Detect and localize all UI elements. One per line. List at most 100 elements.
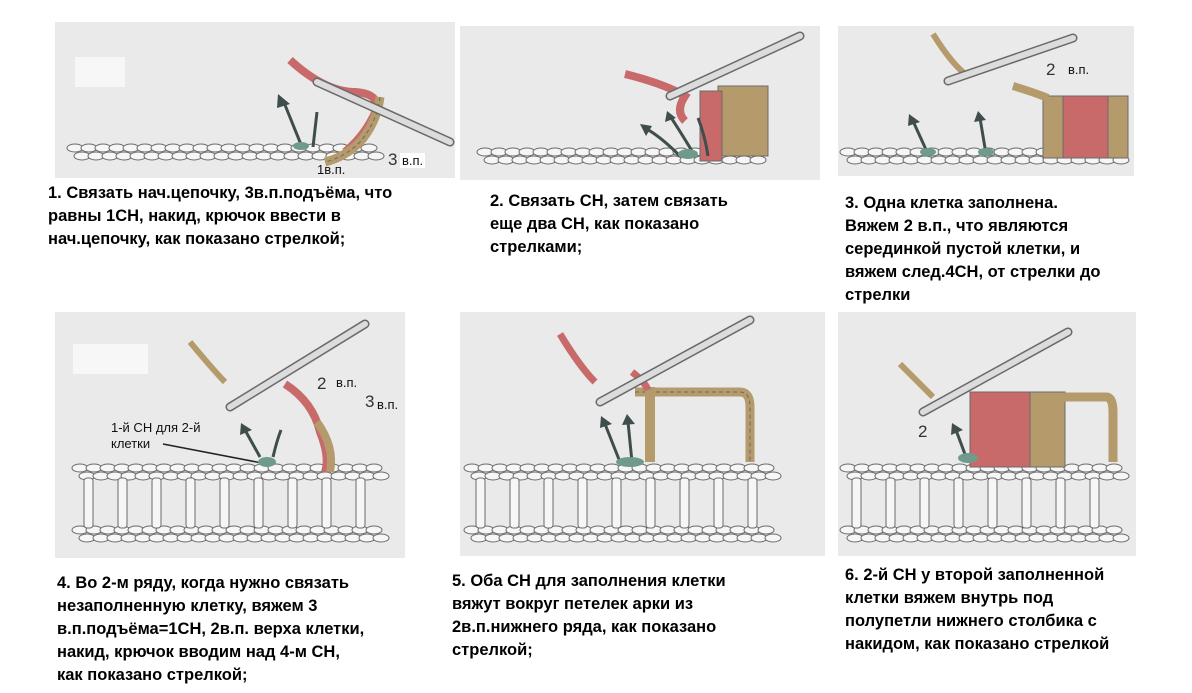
label-2-num: 2 [317, 374, 327, 393]
yarn-strand [187, 340, 228, 385]
post-stitch [747, 477, 758, 529]
diagram-panel-5 [460, 312, 825, 556]
stitch-marker [978, 148, 994, 156]
diagram-panel-6: 2 [838, 312, 1136, 556]
panel-1-illustration [66, 57, 455, 167]
yarn-strand [930, 32, 970, 79]
post-stitch [509, 477, 520, 529]
arrow [954, 429, 968, 458]
diagram-panel-3: 2 в.п. [838, 26, 1134, 176]
arrow [281, 99, 304, 148]
double-crochet-stitches [699, 85, 769, 162]
arrowhead [600, 416, 612, 428]
post-stitch [885, 477, 896, 529]
chain-loop [757, 463, 775, 473]
arrowhead [240, 423, 252, 435]
arrow [271, 429, 283, 458]
mesh-row [839, 463, 1130, 543]
arrowhead [277, 94, 290, 108]
chain-loop [764, 471, 782, 481]
arrowhead [622, 414, 635, 425]
stitch-marker [958, 453, 978, 463]
post-stitch [919, 477, 930, 529]
arrowhead [974, 111, 986, 122]
post-stitch [851, 477, 862, 529]
chain-loop [372, 533, 390, 543]
label-3-num: 3 [365, 392, 375, 411]
stitch-marker [616, 457, 644, 467]
image-patch [75, 57, 125, 87]
block-top-chain [629, 369, 755, 462]
arrowhead [908, 114, 920, 126]
post-stitch [253, 477, 264, 529]
diagram-panel-2 [460, 26, 820, 180]
chain-loop [1105, 525, 1123, 535]
stitch-marker [258, 457, 276, 467]
step-4-caption: 4. Во 2-м ряду, когда нужно связать неза… [57, 574, 365, 684]
post-stitch [475, 477, 486, 529]
mesh-row [463, 463, 782, 543]
chain-loop [367, 151, 385, 161]
post-stitch [1055, 477, 1066, 529]
post-stitch [287, 477, 298, 529]
post-stitch [987, 477, 998, 529]
arrow [626, 421, 634, 463]
panel-6-illustration [839, 327, 1130, 543]
post-stitch [543, 477, 554, 529]
post-stitch [321, 477, 332, 529]
filled-block-stitches [1011, 82, 1129, 159]
arrow [311, 111, 319, 148]
post-stitch [219, 477, 230, 529]
panel-3-illustration [839, 32, 1130, 165]
crochet-hook-fill [920, 329, 1071, 415]
stitch-marker [293, 142, 309, 150]
post-stitch [185, 477, 196, 529]
chain-loop [1112, 533, 1130, 543]
post-stitch [151, 477, 162, 529]
arrow [603, 423, 622, 463]
arrowhead [640, 124, 652, 136]
turning-chain-tan [313, 419, 336, 473]
diagram-panel-4: 2 в.п. 3 в.п. 1-й СН для 2-й клетки [55, 312, 405, 558]
arrowhead [665, 111, 676, 122]
chain-loop [365, 463, 383, 473]
chain-loop [764, 533, 782, 543]
chain-loop [365, 525, 383, 535]
post-stitch [713, 477, 724, 529]
step-2-caption: 2. Связать СН, затем связать еще два СН,… [490, 192, 728, 256]
label-2vp: в.п. [336, 375, 358, 390]
chain-loop [1112, 471, 1130, 481]
label-3vp: в.п. [400, 153, 426, 168]
label-3vp: в.п. [377, 397, 399, 412]
label-3-num: 3 [388, 150, 398, 169]
panel-5-illustration [463, 315, 782, 543]
arrow [243, 429, 262, 458]
label-2-num: 2 [1046, 60, 1056, 79]
arrow [696, 117, 710, 157]
mesh-row [71, 463, 390, 543]
yarn-strand [557, 332, 598, 385]
step-3-caption: 3. Одна клетка заполнена. Вяжем 2 в.п., … [845, 194, 1101, 304]
post-stitch [1021, 477, 1032, 529]
step-5-caption: 5. Оба СН для заполнения клетки вяжут во… [452, 572, 726, 659]
label-2-num: 2 [918, 422, 928, 441]
filled-block-stitches [969, 391, 1118, 468]
stitch-marker [678, 149, 698, 159]
label-1vp: 1в.п. [317, 162, 346, 177]
label-2vp: в.п. [1068, 62, 1090, 77]
crochet-hook-fill [314, 79, 453, 145]
crochet-hook-fill [667, 33, 803, 99]
chain-loop [372, 471, 390, 481]
post-stitch [1089, 477, 1100, 529]
diagram-panel-1: 1в.п. 3 в.п. [55, 22, 455, 178]
post-stitch [611, 477, 622, 529]
step-1-caption: 1. Связать нач.цепочку, 3в.п.подъёма, чт… [48, 184, 393, 248]
post-stitch [355, 477, 366, 529]
yarn-strand [624, 70, 691, 124]
chain-loop [757, 525, 775, 535]
post-stitch [679, 477, 690, 529]
chain-loop [360, 143, 378, 153]
crochet-hook-fill [945, 35, 1076, 84]
post-stitch [117, 477, 128, 529]
post-stitch [645, 477, 656, 529]
